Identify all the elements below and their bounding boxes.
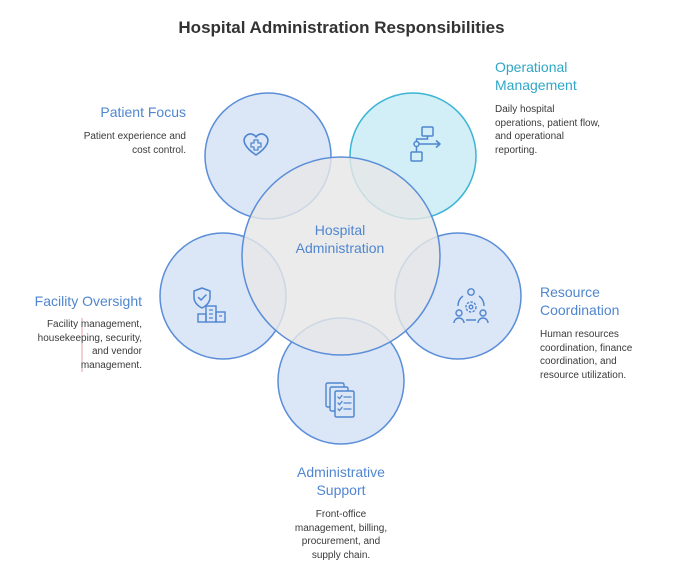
hub-circle — [241, 156, 441, 356]
patient-focus-label: Patient Focus — [100, 104, 186, 120]
resource-coordination-description: Human resources coordination, finance co… — [540, 329, 633, 381]
patient-focus-description: Patient experience and cost control. — [83, 131, 186, 156]
workflow-icon — [406, 124, 446, 164]
building-shield-icon — [189, 285, 229, 325]
administrative-support-description: Front-office management, billing, procur… — [294, 509, 388, 561]
operational-management-label: Operational Management — [495, 59, 577, 93]
administrative-support-label: Administrative Support — [297, 464, 385, 498]
hub-label: Hospital Administration — [295, 222, 385, 256]
operational-management-description: Daily hospital operations, patient flow,… — [495, 104, 601, 156]
diagram-title: Hospital Administration Responsibilities — [178, 18, 505, 37]
heart-medical-icon — [236, 124, 276, 164]
resource-coordination-label: Resource Coordination — [540, 284, 620, 318]
team-settings-icon — [451, 286, 491, 326]
facility-oversight-label: Facility Oversight — [34, 293, 142, 309]
facility-oversight-description: Facility management, housekeeping, secur… — [37, 319, 142, 371]
documents-checklist-icon — [320, 380, 360, 420]
